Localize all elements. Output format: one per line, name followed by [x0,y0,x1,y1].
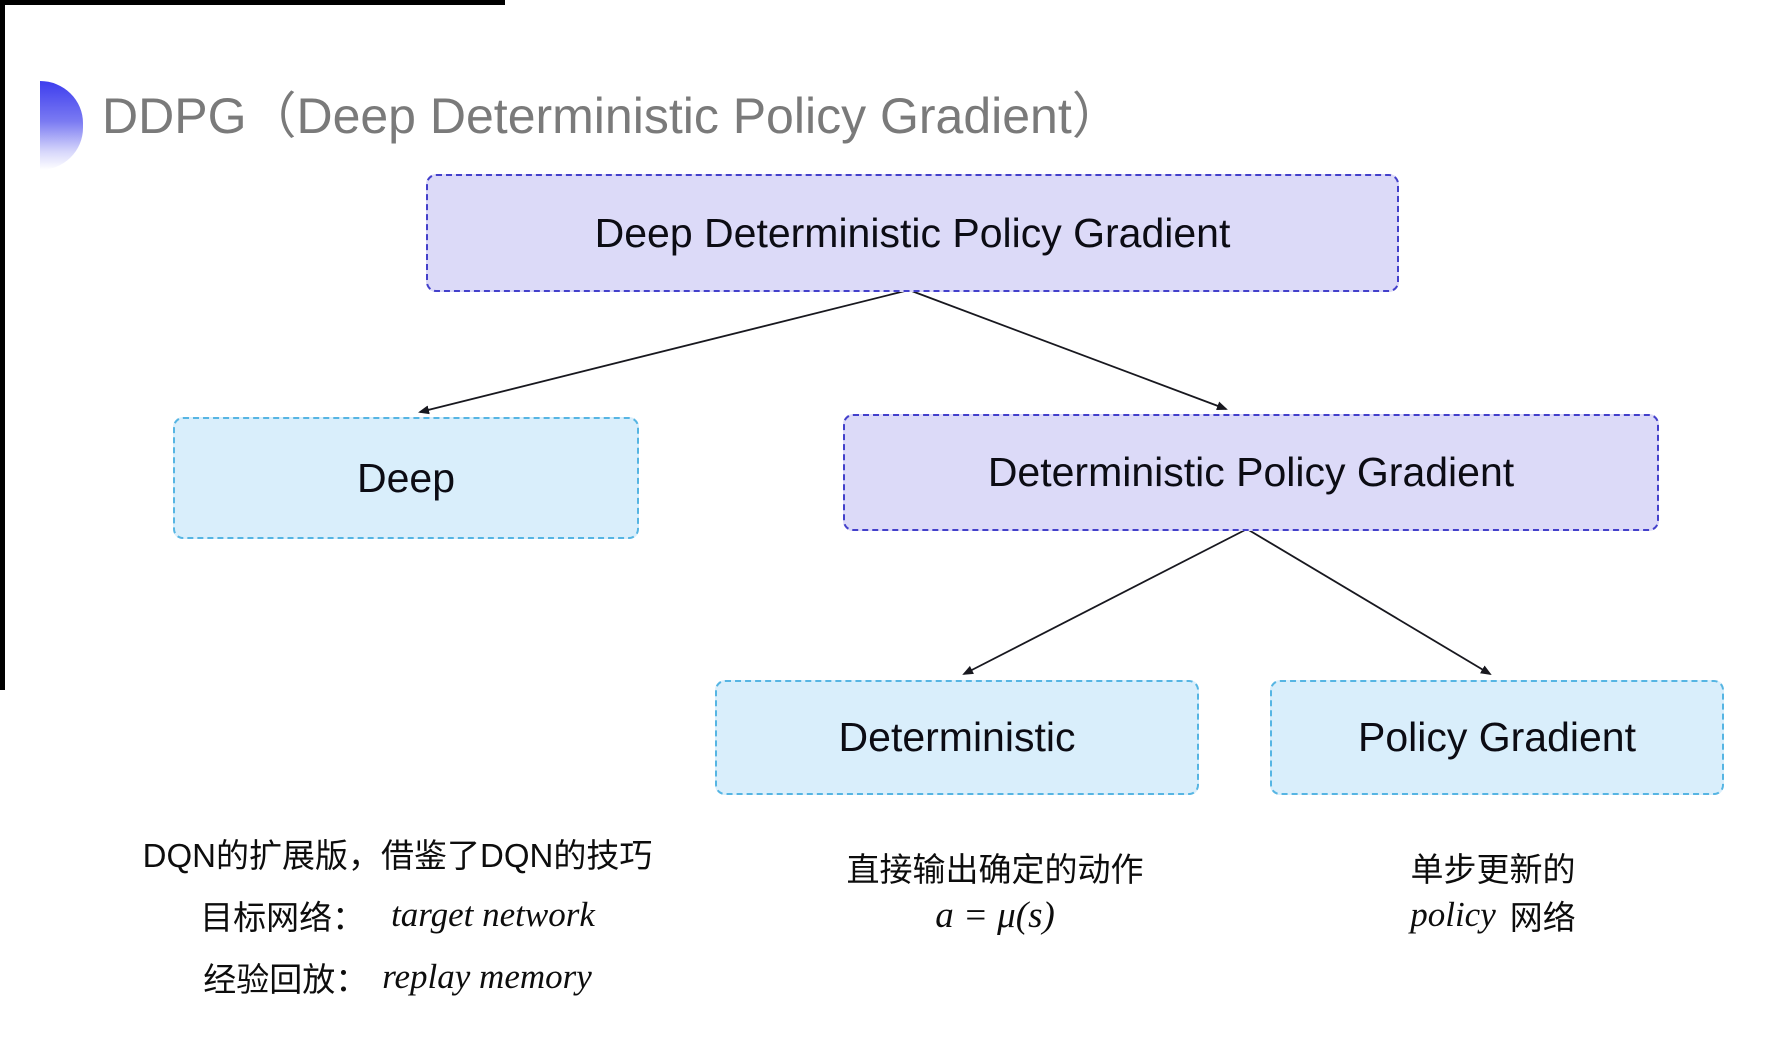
note-deep-line2: 目标网络： target network [110,884,685,946]
note-deterministic-formula: a = μ(s) [790,891,1200,939]
page-title: DDPG（Deep Deterministic Policy Gradient） [102,88,1122,144]
formula-a-mu-s: a = μ(s) [935,894,1055,936]
arrow-dpg-to-policy-gradient [1246,528,1492,676]
node-deep: Deep [173,417,639,539]
note-deep-block: DQN的扩展版，借鉴了DQN的技巧 目标网络： target network 经… [110,822,685,1008]
node-deterministic-policy-gradient: Deterministic Policy Gradient [843,414,1659,531]
node-deterministic: Deterministic [715,680,1199,795]
note-policy-gradient-block: 单步更新的 policy 网络 [1298,843,1688,939]
note-policy-gradient-line1: 单步更新的 [1410,851,1576,888]
node-deep-label: Deep [356,454,455,501]
node-dpg-label: Deterministic Policy Gradient [987,449,1515,495]
gradient-circle-icon [40,81,83,170]
replay-memory-term: replay memory [382,957,592,996]
target-network-label: 目标网络： [200,899,366,936]
arrow-root-to-deep [418,289,910,415]
node-root-label: Deep Deterministic Policy Gradient [594,209,1231,256]
note-policy-gradient-line2: policy 网络 [1298,891,1688,939]
network-suffix: 网络 [1509,899,1576,936]
note-deep-line3: 经验回放： replay memory [110,946,685,1008]
arrow-root-to-dpg [908,289,1228,411]
left-edge-bar [0,0,5,690]
note-deterministic-block: 直接输出确定的动作 a = μ(s) [790,843,1200,939]
node-policy-gradient: Policy Gradient [1270,680,1724,795]
policy-term: policy [1410,895,1496,934]
node-deterministic-label: Deterministic [838,714,1076,760]
node-root-ddpg: Deep Deterministic Policy Gradient [426,174,1399,292]
replay-memory-label: 经验回放： [203,961,369,998]
node-policy-gradient-label: Policy Gradient [1357,714,1636,760]
arrow-dpg-to-deterministic [962,528,1248,675]
note-deterministic-line1: 直接输出确定的动作 [846,851,1144,888]
note-deep-line1: DQN的扩展版，借鉴了DQN的技巧 [142,837,653,874]
target-network-term: target network [391,895,595,934]
top-edge-bar [0,0,505,5]
